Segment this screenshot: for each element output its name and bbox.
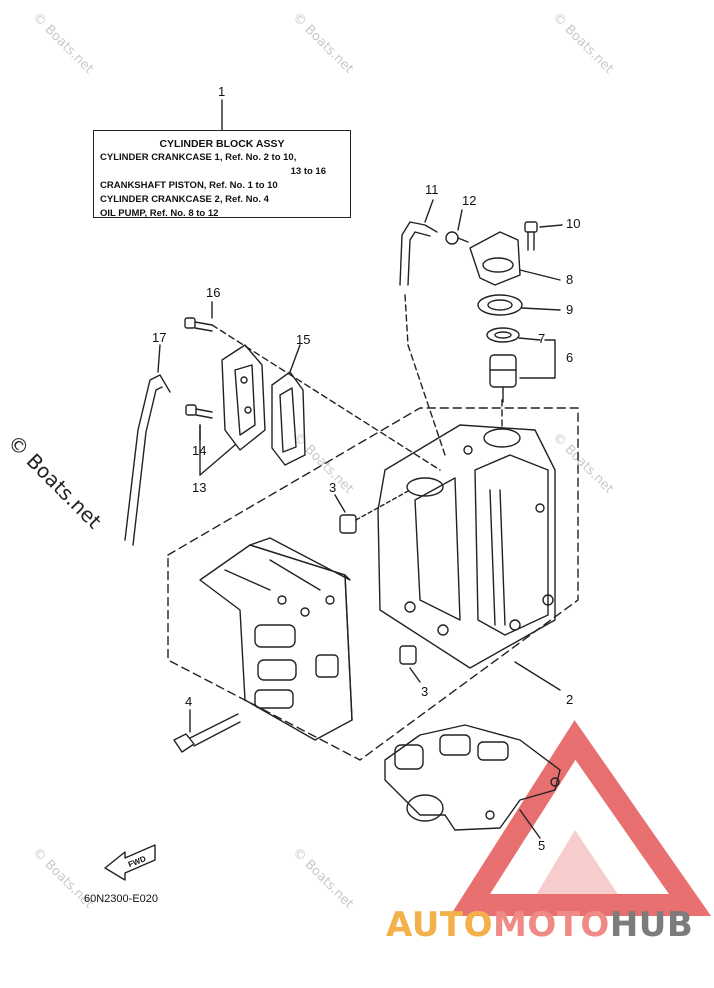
callout-2: 2	[566, 692, 574, 707]
callout-13: 13	[192, 480, 207, 495]
hose-17	[124, 344, 171, 546]
gasket-9	[477, 294, 561, 316]
callout-7: 7	[538, 331, 546, 346]
bolt-10	[524, 221, 563, 251]
sleeve-3-lower	[399, 645, 421, 683]
callout-14: 14	[192, 443, 207, 458]
bolt-16	[184, 301, 213, 332]
callout-1: 1	[218, 84, 226, 99]
seal-7	[486, 327, 541, 343]
info-line: CRANKSHAFT PISTON, Ref. No. 1 to 10	[100, 180, 278, 191]
bolt-14	[185, 404, 213, 419]
alignment-line	[407, 344, 446, 456]
gasket-5	[384, 724, 561, 831]
callout-3: 3	[421, 684, 429, 699]
info-line: CYLINDER CRANKCASE 2, Ref. No. 4	[100, 194, 269, 205]
part-code: 60N2300-E020	[84, 893, 159, 905]
hose-11	[399, 199, 438, 286]
bolt-4	[173, 709, 241, 753]
callout-6: 6	[566, 350, 574, 365]
leader-line	[519, 809, 541, 839]
alignment-line	[404, 294, 409, 346]
callout-5: 5	[538, 838, 546, 853]
sleeve-3-upper	[334, 489, 411, 534]
cover-13	[199, 344, 266, 476]
info-line: CYLINDER CRANKCASE 1, Ref. No. 2 to 10,	[100, 152, 297, 163]
brand-part-1: AUTO	[386, 905, 493, 945]
assembly-outline	[167, 407, 579, 761]
callout-10: 10	[566, 216, 581, 231]
callout-9: 9	[566, 302, 574, 317]
callout-4: 4	[185, 694, 193, 709]
brand-logo-text: AUTOMOTOHUB	[386, 905, 693, 945]
thermostat-6	[489, 339, 556, 403]
oil-pump-8	[469, 231, 561, 286]
leader-line	[514, 661, 561, 691]
crankcase-1	[377, 424, 556, 669]
info-line: 13 to 16	[290, 166, 326, 177]
callout-3: 3	[329, 480, 337, 495]
brand-triangle-logo	[449, 720, 712, 916]
info-box-title: CYLINDER BLOCK ASSY	[159, 138, 285, 150]
callout-16: 16	[206, 285, 221, 300]
info-line: OIL PUMP, Ref. No. 8 to 12	[100, 208, 219, 219]
alignment-line	[211, 324, 441, 471]
callout-12: 12	[462, 193, 477, 208]
crankcase-2	[199, 537, 353, 741]
gasket-15	[271, 344, 306, 466]
brand-part-3: HUB	[609, 905, 694, 945]
callout-8: 8	[566, 272, 574, 287]
callout-11: 11	[425, 182, 439, 197]
callout-15: 15	[296, 332, 311, 347]
fitting-12	[445, 209, 469, 245]
brand-part-2: MOTO	[492, 905, 610, 945]
assembly-info-box: CYLINDER BLOCK ASSY CYLINDER CRANKCASE 1…	[93, 130, 351, 219]
callout-17: 17	[152, 330, 167, 345]
fwd-arrow-icon	[104, 844, 156, 881]
